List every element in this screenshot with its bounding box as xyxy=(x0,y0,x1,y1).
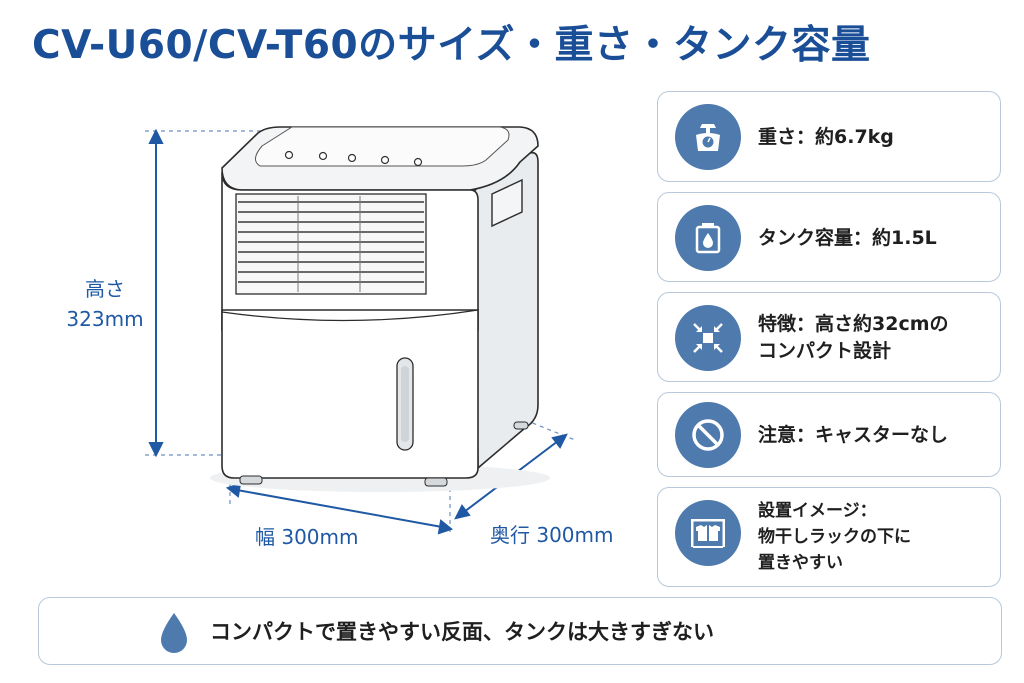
spec-card-caution: 注意：キャスターなし xyxy=(657,392,1001,477)
spec-tank-text: タンク容量：約1.5L xyxy=(758,227,937,249)
water-drop-icon xyxy=(161,613,187,653)
spec-card-feature: 特徴：高さ約32cmの コンパクト設計 xyxy=(657,292,1001,382)
spec-card-weight: 重さ：約6.7kg xyxy=(657,91,1001,182)
width-label: 幅 300mm xyxy=(255,525,359,549)
spec-card-placement: 設置イメージ： 物干しラックの下に 置きやすい xyxy=(657,487,1001,587)
spec-weight-text: 重さ：約6.7kg xyxy=(758,126,894,148)
spec-caution-text: 注意：キャスターなし xyxy=(758,424,949,446)
height-label-title: 高さ xyxy=(85,277,125,301)
page-title: CV-U60/CV-T60のサイズ・重さ・タンク容量 xyxy=(32,23,871,68)
summary-text: コンパクトで置きやすい反面、タンクは大きすぎない xyxy=(210,620,714,644)
spec-card-tank: タンク容量：約1.5L xyxy=(657,192,1001,282)
height-label: 高さ 323mm xyxy=(60,274,150,334)
height-label-value: 323mm xyxy=(66,307,144,331)
scale-icon xyxy=(675,104,741,170)
summary-banner: コンパクトで置きやすい反面、タンクは大きすぎない xyxy=(38,597,1002,665)
dehumidifier-illustration xyxy=(145,126,576,535)
compact-arrows-icon xyxy=(675,305,741,371)
water-tank-icon xyxy=(675,205,741,271)
height-arrow xyxy=(148,128,164,458)
spec-feature-text: 特徴：高さ約32cmの コンパクト設計 xyxy=(758,313,949,362)
depth-label: 奥行 300mm xyxy=(490,523,614,547)
spec-placement-text: 設置イメージ： 物干しラックの下に 置きやすい xyxy=(758,501,911,573)
dehumidifier-unit xyxy=(210,126,550,492)
laundry-rack-icon xyxy=(675,500,741,566)
prohibited-icon xyxy=(675,402,741,468)
width-arrow xyxy=(225,482,454,535)
